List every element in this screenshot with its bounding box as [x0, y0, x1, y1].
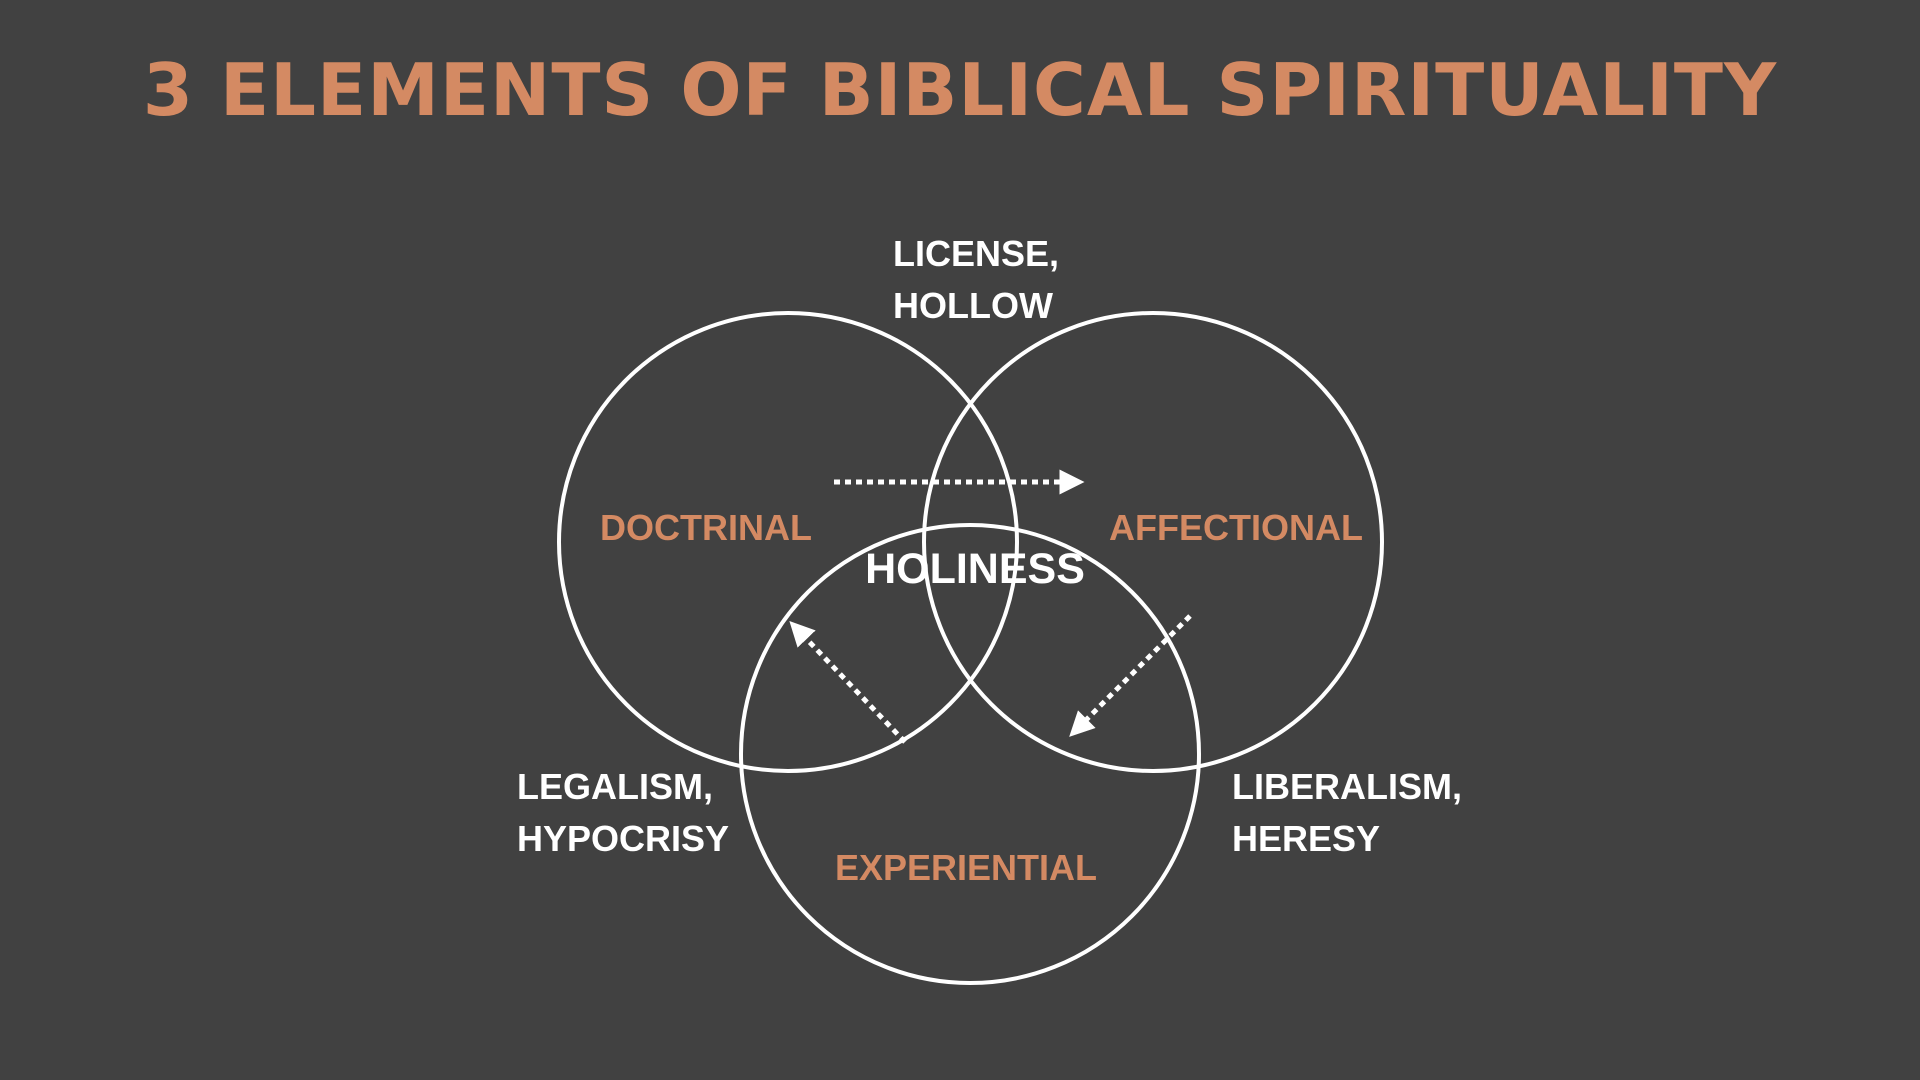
arrow-affectional-to-experiential	[1069, 614, 1192, 737]
outcome-bottom-left-line2: HYPOCRISY	[517, 818, 729, 859]
label-affectional: AFFECTIONAL	[1109, 507, 1363, 548]
outcome-bottom-left-line1: LEGALISM,	[517, 766, 713, 807]
label-holiness: HOLINESS	[865, 545, 1085, 593]
slide-title: 3 ELEMENTS OF BIBLICAL SPIRITUALITY	[142, 48, 1778, 132]
label-experiential: EXPERIENTIAL	[835, 847, 1097, 888]
circle-affectional	[922, 311, 1384, 773]
outcome-top-line1: LICENSE,	[893, 233, 1059, 274]
outcome-top-line2: HOLLOW	[893, 285, 1053, 326]
circle-experiential	[739, 523, 1201, 985]
outcome-bottom-right-line2: HERESY	[1232, 818, 1380, 859]
circle-doctrinal	[557, 311, 1019, 773]
outcome-bottom-right-line1: LIBERALISM,	[1232, 766, 1462, 807]
arrow-experiential-to-doctrinal	[789, 620, 907, 744]
label-doctrinal: DOCTRINAL	[600, 507, 812, 548]
